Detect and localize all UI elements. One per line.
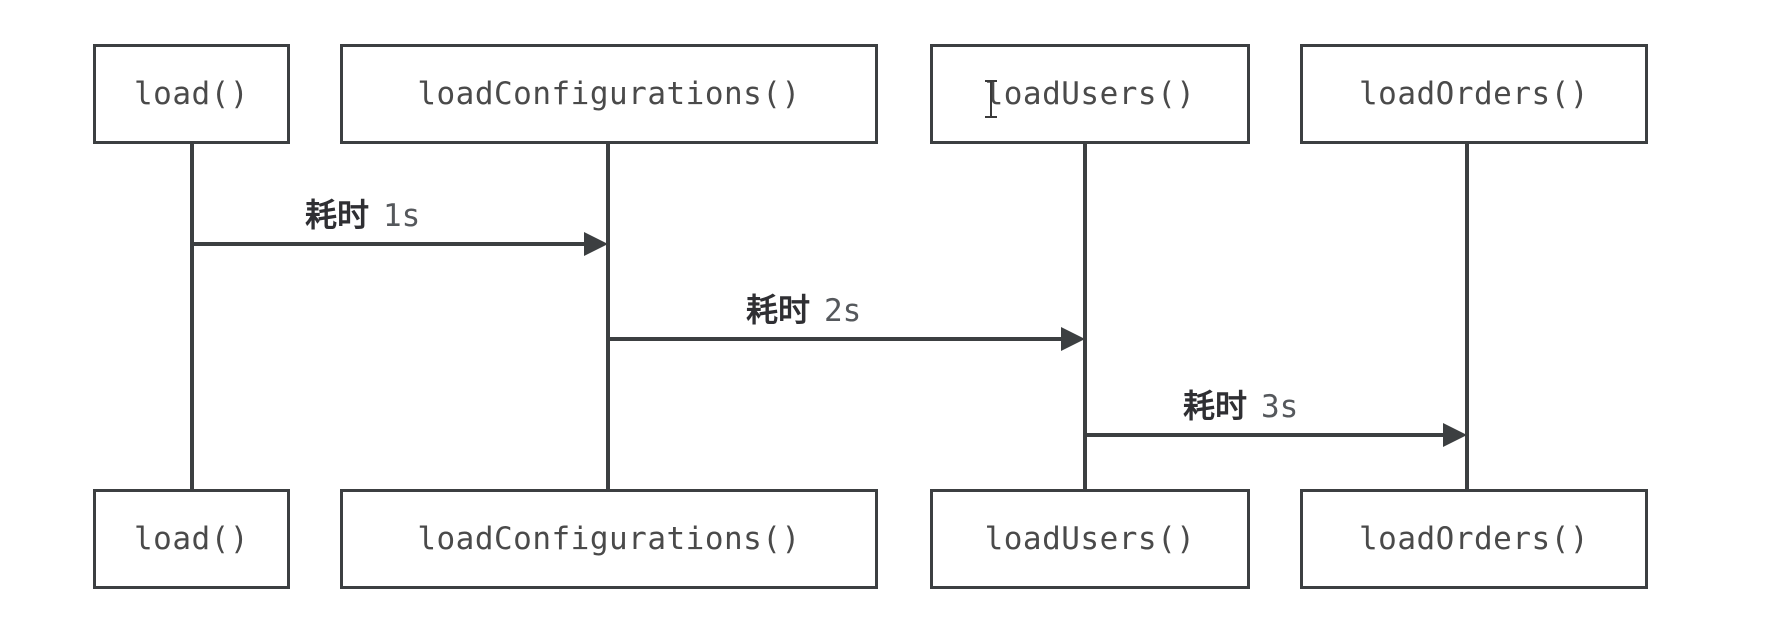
participant-label-top-loadusers: loadUsers() xyxy=(984,75,1196,112)
participant-box-bottom-loadconfigurations[interactable]: loadConfigurations() xyxy=(340,489,878,589)
participant-label-top-load: load() xyxy=(134,75,249,112)
lifeline-load xyxy=(190,144,194,489)
message-3-line xyxy=(1083,433,1443,437)
message-2-arrowhead xyxy=(1061,327,1085,351)
message-2-label-value: 2s xyxy=(824,293,862,329)
participant-box-top-loadorders[interactable]: loadOrders() xyxy=(1300,44,1648,144)
participant-box-top-loadconfigurations[interactable]: loadConfigurations() xyxy=(340,44,878,144)
message-2-label-cjk: 耗时 xyxy=(746,291,811,329)
message-3-label-cjk: 耗时 xyxy=(1183,387,1248,425)
message-2-line xyxy=(606,337,1061,341)
participant-label-top-loadorders: loadOrders() xyxy=(1359,75,1589,112)
lifeline-loadusers xyxy=(1083,144,1087,489)
participant-box-bottom-load[interactable]: load() xyxy=(93,489,290,589)
message-3-label: 耗时 3s xyxy=(1183,390,1298,423)
message-1-arrowhead xyxy=(584,232,608,256)
message-1-label-cjk: 耗时 xyxy=(305,196,370,234)
message-2-label: 耗时 2s xyxy=(746,294,861,327)
message-1-line xyxy=(190,242,584,246)
participant-label-bottom-loadusers: loadUsers() xyxy=(984,520,1196,557)
participant-label-top-loadconfigurations: loadConfigurations() xyxy=(417,75,801,112)
message-3-label-value: 3s xyxy=(1261,389,1299,425)
message-3-arrowhead xyxy=(1443,423,1467,447)
participant-label-bottom-load: load() xyxy=(134,520,249,557)
participant-label-bottom-loadorders: loadOrders() xyxy=(1359,520,1589,557)
lifeline-loadconfigurations xyxy=(606,144,610,489)
participant-box-top-loadusers[interactable]: loadUsers() xyxy=(930,44,1250,144)
message-1-label: 耗时 1s xyxy=(305,199,420,232)
message-1-label-value: 1s xyxy=(383,198,421,234)
participant-box-top-load[interactable]: load() xyxy=(93,44,290,144)
participant-box-bottom-loadusers[interactable]: loadUsers() xyxy=(930,489,1250,589)
participant-label-bottom-loadconfigurations: loadConfigurations() xyxy=(417,520,801,557)
lifeline-loadorders xyxy=(1465,144,1469,489)
participant-box-bottom-loadorders[interactable]: loadOrders() xyxy=(1300,489,1648,589)
